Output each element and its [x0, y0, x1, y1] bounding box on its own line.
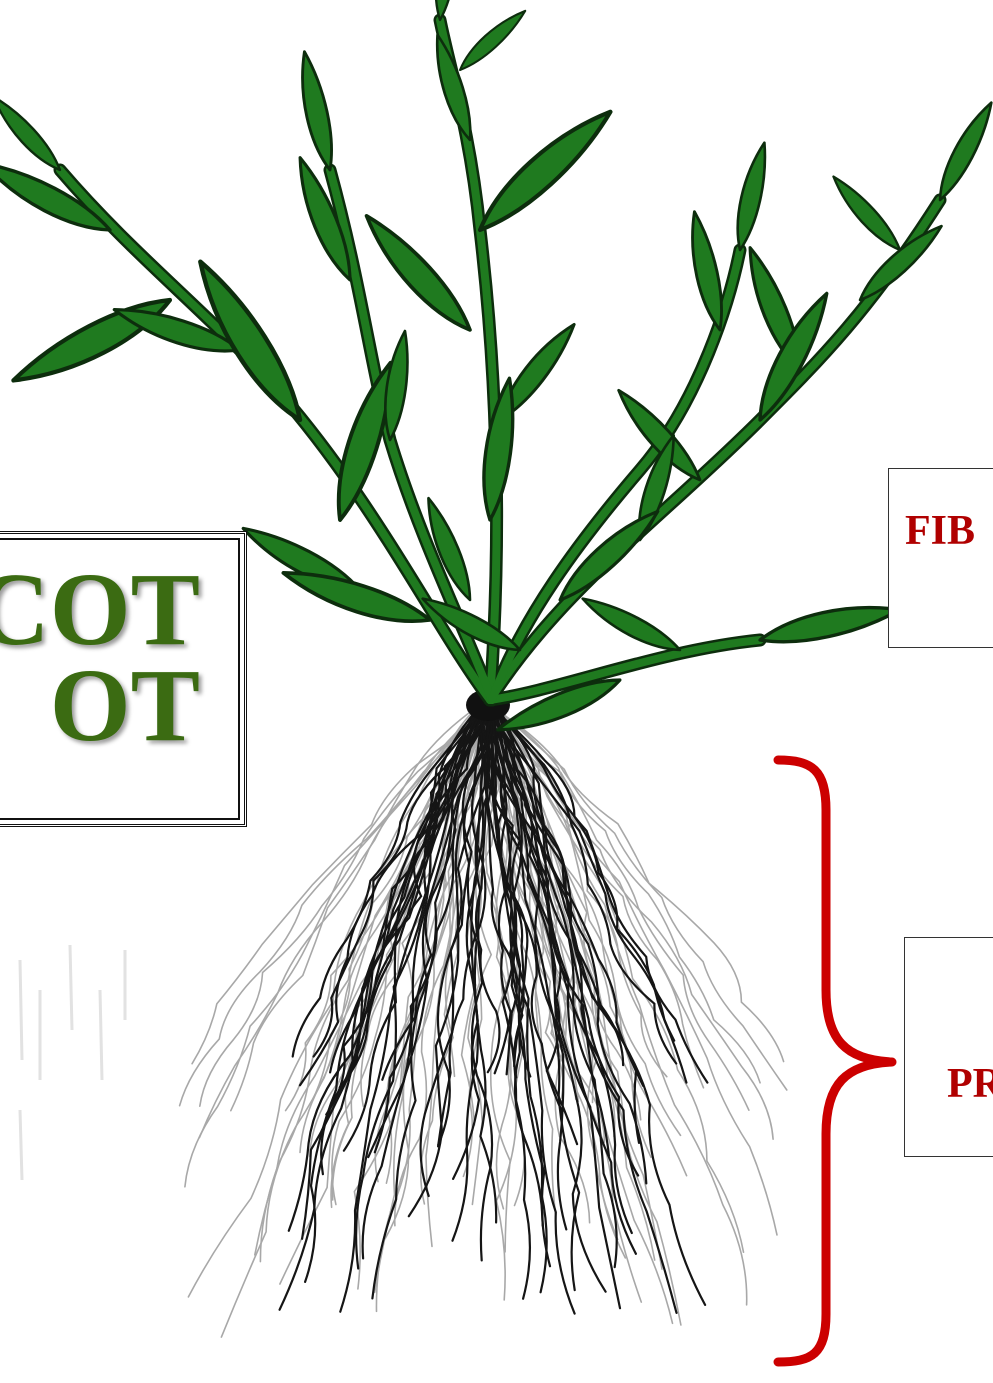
- leaf: [454, 6, 531, 74]
- monocot-root-label: COT OT: [0, 562, 200, 754]
- primary-root-label: PR: [947, 1060, 993, 1108]
- fibrous-root-label: FIB: [905, 507, 975, 555]
- leaf: [358, 206, 478, 341]
- root-system-brace: [778, 760, 892, 1362]
- leaf: [828, 170, 905, 257]
- primary-root-label-box: PR: [904, 937, 993, 1157]
- leaf: [467, 102, 622, 239]
- leaf: [852, 220, 949, 305]
- leaf: [929, 99, 993, 204]
- leaf: [295, 50, 337, 173]
- leaf: [728, 141, 775, 252]
- faint-background-marks: [20, 945, 125, 1180]
- leaf: [6, 290, 178, 392]
- monocot-label-line-2: OT: [0, 658, 200, 754]
- leaf: [685, 210, 727, 333]
- fibrous-root-label-box: FIB: [888, 468, 993, 648]
- leaf: [0, 90, 65, 177]
- monocot-label-line-1: COT: [0, 562, 200, 658]
- root-strand-light: [280, 705, 481, 1284]
- monocot-root-label-box: COT OT: [0, 531, 247, 827]
- leaf: [757, 599, 902, 648]
